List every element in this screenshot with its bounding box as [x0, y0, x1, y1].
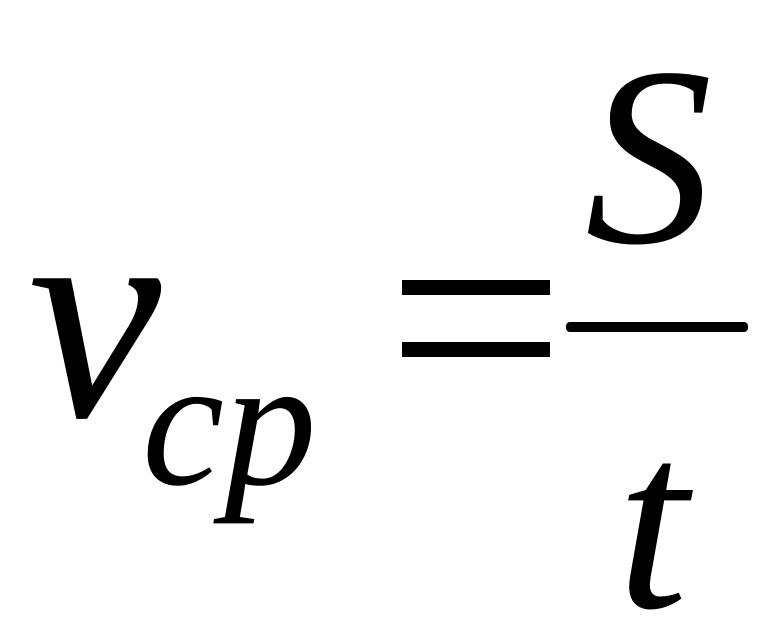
velocity-symbol: v	[28, 149, 162, 481]
equals-bottom-bar	[402, 342, 550, 357]
velocity-subscript: cp	[142, 320, 317, 525]
equals-sign	[402, 280, 550, 358]
equals-top-bar	[402, 280, 550, 295]
fraction-numerator: S	[585, 16, 713, 298]
fraction-bar	[566, 322, 748, 332]
fraction-denominator: t	[617, 381, 688, 640]
